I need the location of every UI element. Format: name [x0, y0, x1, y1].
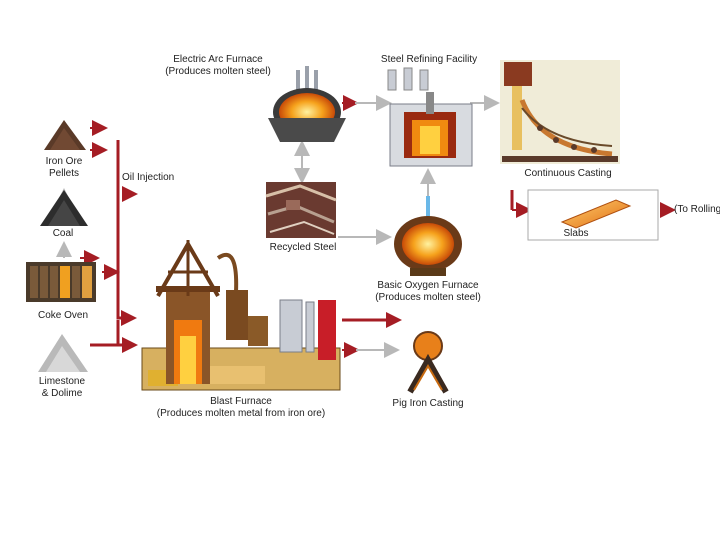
- label-pig-iron-casting: Pig Iron Casting: [392, 398, 464, 409]
- label-to-rolling: (To Rolling: [674, 204, 720, 215]
- continuous-casting-icon: [500, 60, 620, 164]
- pig-iron-casting-icon: [407, 331, 449, 394]
- label-slabs: Slabs: [563, 228, 589, 239]
- basic-oxygen-furnace-icon: [394, 196, 462, 276]
- label-limestone: Limestone & Dolime: [38, 376, 86, 399]
- blast-furnace-icon: [141, 239, 341, 391]
- label-recycled-steel: Recycled Steel: [269, 242, 337, 253]
- label-coal: Coal: [52, 228, 74, 239]
- label-basic-oxygen-furnace: Basic Oxygen Furnace (Produces molten st…: [375, 280, 481, 303]
- coal-pile-icon: [40, 190, 88, 226]
- label-electric-arc-furnace: Electric Arc Furnace (Produces molten st…: [165, 54, 271, 77]
- recycled-steel-icon: [265, 182, 337, 238]
- label-steel-refining: Steel Refining Facility: [380, 54, 478, 65]
- red-arrowheads: [80, 95, 676, 358]
- label-continuous-casting: Continuous Casting: [524, 168, 612, 179]
- iron-ore-pile-icon: [44, 120, 86, 150]
- limestone-pile-icon: [38, 334, 88, 372]
- label-oil-injection: Oil Injection: [122, 172, 175, 183]
- steel-refining-icon: [387, 67, 473, 167]
- label-coke-oven: Coke Oven: [37, 310, 89, 321]
- label-iron-ore: Iron Ore Pellets: [45, 156, 83, 179]
- slabs-box: [527, 189, 659, 241]
- label-blast-furnace: Blast Furnace (Produces molten metal fro…: [156, 396, 326, 419]
- electric-arc-furnace-icon: [268, 66, 346, 142]
- coke-oven-icon: [26, 262, 96, 302]
